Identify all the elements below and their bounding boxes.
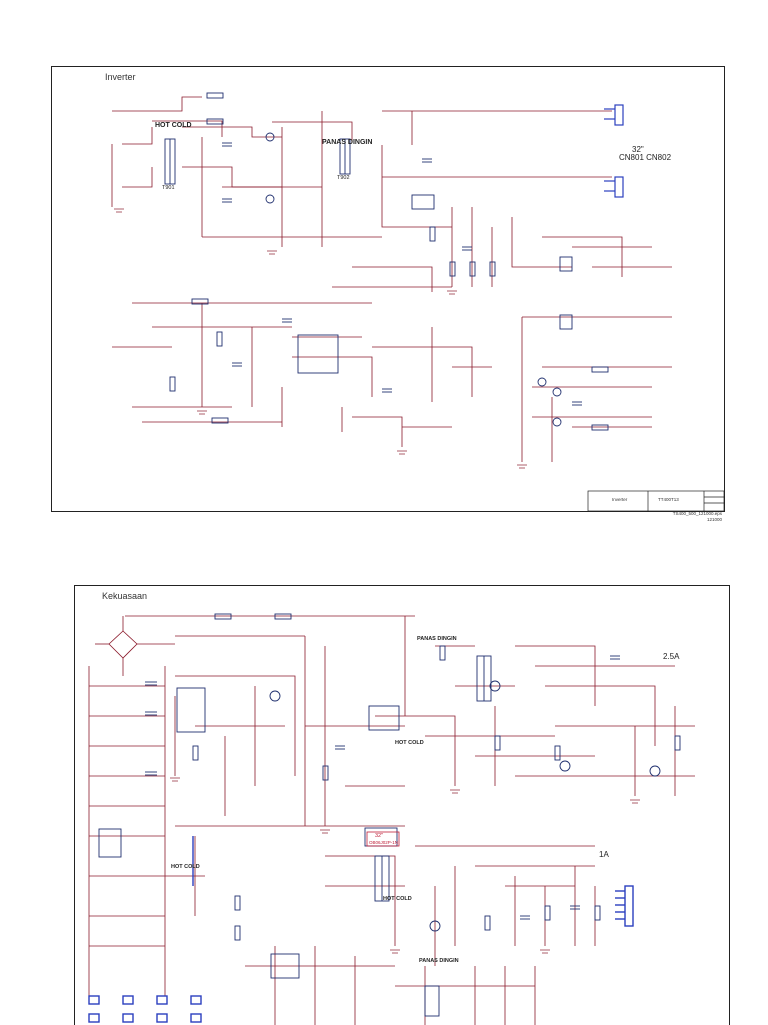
transformer-right-label: T902: [337, 175, 350, 181]
panel-size-label: 32": [632, 145, 644, 154]
connector-label: CN801 CN802: [619, 153, 672, 162]
inverter-circuit-drawing: [111, 92, 725, 512]
sheet-title: Inverter: [105, 72, 136, 82]
panas-dingin-top-label: PANAS DINGIN: [417, 636, 457, 642]
title-block-code: TT400T13: [658, 497, 679, 502]
sheet-title: Kekuasaan: [102, 591, 148, 601]
hot-cold-left-label: HOT COLD: [171, 864, 200, 870]
hot-cold-mid-label: HOT COLD: [395, 740, 424, 746]
footer-file: TS400_500_121000.eps: [672, 511, 722, 516]
sheet-footer: TS400_500_121000.eps 121000: [650, 511, 722, 523]
inverter-schematic-sheet: Inverter: [51, 66, 725, 512]
hot-cold-label: HOT COLD: [155, 122, 192, 129]
hot-cold-low-label: HOT COLD: [383, 896, 412, 902]
panas-dingin-bottom-label: PANAS DINGIN: [419, 958, 459, 964]
highlight-code-label: OB06J02P-1N: [369, 840, 399, 845]
power-circuit-drawing: [88, 613, 695, 1025]
highlight-size-label: 32": [375, 833, 384, 839]
power-supply-schematic-sheet: Kekuasaan: [74, 585, 730, 1025]
title-block-name: Inverter: [612, 497, 628, 502]
current-rating-2-5a: 2.5A: [663, 652, 680, 661]
current-rating-1a: 1A: [599, 850, 609, 859]
transformer-left-label: T901: [162, 185, 175, 191]
footer-date: 121000: [706, 517, 722, 522]
panas-dingin-label: PANAS DINGIN: [322, 139, 373, 146]
